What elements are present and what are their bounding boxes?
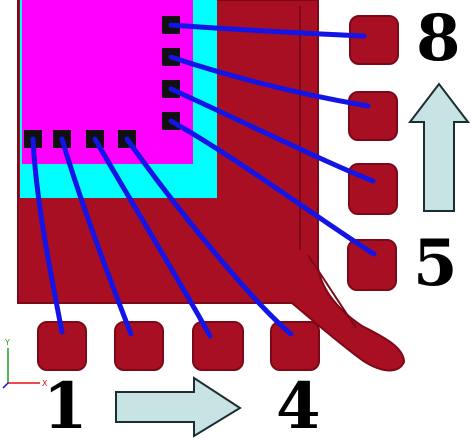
pin-label-4: 4 bbox=[276, 369, 321, 440]
pin-label-5: 5 bbox=[413, 226, 458, 301]
axis-z-line bbox=[2, 382, 9, 389]
external-leads bbox=[37, 15, 399, 371]
bond-wires bbox=[30, 22, 377, 339]
bond-wire-3 bbox=[92, 136, 213, 339]
pin-label-8: 8 bbox=[416, 1, 461, 76]
axis-triad: Y X bbox=[2, 338, 48, 389]
bond-wire-8 bbox=[168, 22, 367, 39]
bond-wire-1 bbox=[30, 136, 65, 335]
frame-edge-shadow bbox=[307, 254, 357, 329]
lead-8 bbox=[349, 15, 399, 65]
arrow-right bbox=[115, 376, 242, 438]
lead-2 bbox=[114, 321, 164, 371]
bond-wire-6 bbox=[168, 86, 376, 184]
lead-5 bbox=[347, 239, 397, 291]
lead-3 bbox=[192, 321, 244, 371]
bond-wire-4 bbox=[124, 136, 294, 337]
pin-label-1: 1 bbox=[43, 369, 88, 440]
bond-wire-5 bbox=[168, 118, 377, 257]
lead-4 bbox=[270, 321, 320, 371]
lead-7 bbox=[348, 91, 398, 141]
axis-y-label: Y bbox=[4, 338, 10, 347]
bond-wire-7 bbox=[168, 54, 371, 109]
arrow-up bbox=[407, 82, 471, 212]
axis-x-label: X bbox=[42, 379, 48, 388]
bond-wire-2 bbox=[59, 136, 134, 337]
